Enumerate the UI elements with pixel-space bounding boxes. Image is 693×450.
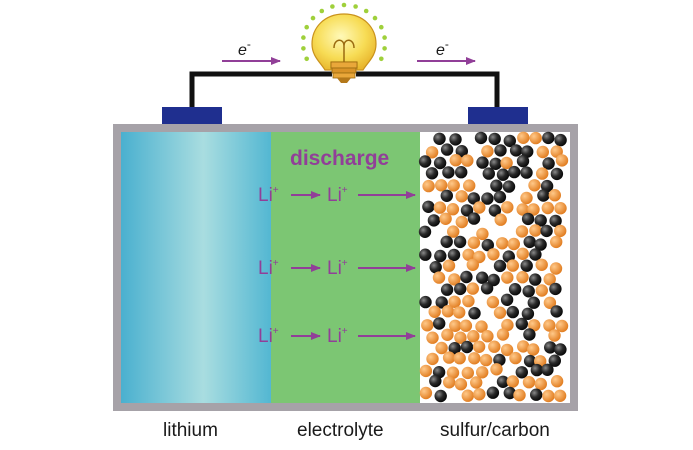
electrolyte-label: electrolyte [297,420,384,441]
svg-text:Li+: Li+ [327,326,348,347]
svg-text:Li+: Li+ [327,258,348,279]
ion-row: Li+ Li+ [258,185,416,206]
sulfur-carbon-cathode [418,131,570,403]
anode-label: lithium [163,420,218,441]
positive-terminal [468,107,528,125]
negative-terminal [162,107,222,125]
cathode-label: sulfur/carbon [440,420,550,441]
discharge-label: discharge [290,147,389,170]
svg-text:Li+: Li+ [258,258,279,279]
circuit-wire [189,71,500,109]
ion-row: Li+ Li+ [258,258,416,279]
svg-text:Li+: Li+ [258,326,279,347]
ion-row: Li+ Li+ [258,326,416,347]
svg-text:Li+: Li+ [258,185,279,206]
electron-label-left: e- [238,37,251,59]
svg-text:Li+: Li+ [327,185,348,206]
light-bulb-icon [301,2,387,83]
electron-label-right: e- [436,37,449,59]
lithium-anode [121,132,271,403]
